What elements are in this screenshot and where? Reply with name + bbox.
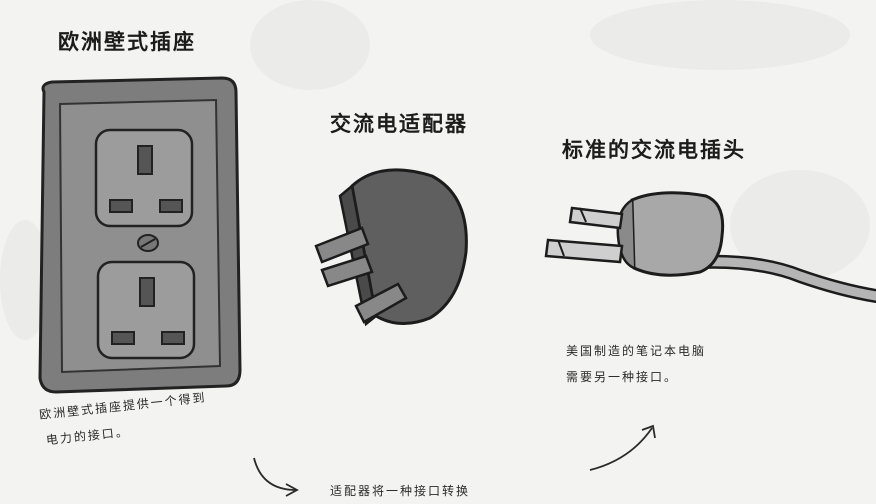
socket-title: 欧洲壁式插座	[58, 30, 196, 54]
plug-title: 标准的交流电插头	[562, 138, 746, 162]
adapter-title: 交流电适配器	[330, 112, 468, 136]
plug-note-line2: 需要另一种接口。	[566, 370, 679, 384]
socket-outlet-top	[94, 128, 194, 228]
background-cloud	[590, 0, 850, 70]
arrow-to-adapter-note	[253, 457, 297, 491]
arrow-to-plug-note-head	[641, 424, 656, 439]
plug-note-line1: 美国制造的笔记本电脑	[566, 344, 707, 358]
ac-adapter-illustration	[314, 168, 468, 327]
background-cloud	[250, 0, 370, 90]
arrow-to-plug-note	[589, 427, 653, 471]
adapter-note-line1: 适配器将一种接口转换	[330, 484, 471, 498]
plug-note: 美国制造的笔记本电脑 需要另一种接口。	[566, 338, 706, 390]
arrow-to-adapter-note-head	[285, 483, 299, 497]
socket-outlet-bottom	[96, 260, 196, 360]
adapter-note: 适配器将一种接口转换	[330, 478, 470, 504]
socket-screw	[137, 234, 159, 252]
ac-plug-illustration	[544, 191, 876, 303]
